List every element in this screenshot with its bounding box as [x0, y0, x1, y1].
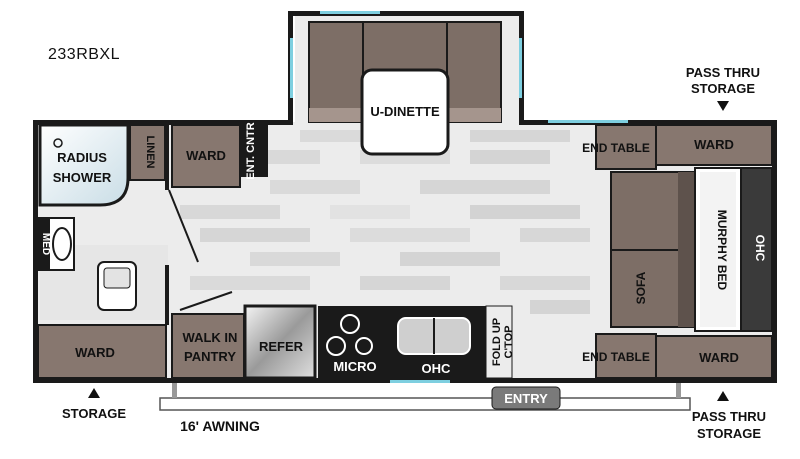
kitchen-counter: OHC — [384, 306, 486, 378]
linen-cabinet: LINEN — [129, 124, 166, 181]
linen-label: LINEN — [144, 136, 156, 169]
pantry-label-2: PANTRY — [184, 349, 236, 364]
sofa: SOFA — [610, 171, 696, 328]
fold-up-label-1: FOLD UP — [491, 318, 503, 366]
pass-thru-bottom-label-2: STORAGE — [697, 426, 761, 441]
end-table-top: END TABLE — [582, 124, 657, 170]
callouts: PASS THRU STORAGE STORAGE PASS THRU STOR… — [62, 65, 766, 441]
ward-bottom-right: WARD — [655, 335, 773, 379]
shower-label-1: RADIUS — [57, 150, 107, 165]
ent-cntr-label: ENT. CNTR — [245, 122, 257, 180]
shower-label-2: SHOWER — [53, 170, 112, 185]
u-dinette-label: U-DINETTE — [370, 104, 440, 119]
arrow-up-icon — [88, 388, 100, 398]
ward-top-left: WARD — [171, 124, 241, 188]
ent-cntr: ENT. CNTR — [240, 122, 268, 180]
ohc-right: OHC — [740, 167, 773, 332]
range-micro: MICRO — [318, 306, 384, 378]
ward-bottom-left-label: WARD — [75, 345, 115, 360]
sofa-label: SOFA — [634, 271, 648, 304]
end-table-bottom-label: END TABLE — [582, 350, 650, 364]
murphy-bed: MURPHY BED — [694, 167, 742, 332]
pass-thru-top-label-2: STORAGE — [691, 81, 755, 96]
burner-icon — [355, 337, 373, 355]
end-table-bottom: END TABLE — [582, 333, 657, 379]
pantry-label-1: WALK IN — [183, 330, 238, 345]
micro-label: MICRO — [333, 359, 376, 374]
burner-icon — [340, 314, 360, 334]
ward-top-right: WARD — [655, 124, 773, 166]
med-label: MED — [40, 233, 51, 255]
fold-up-label-2: C'TOP — [503, 326, 515, 359]
walk-in-pantry: WALK IN PANTRY — [171, 313, 245, 379]
refer-label: REFER — [259, 339, 304, 354]
storage-bottom-label: STORAGE — [62, 406, 126, 421]
arrow-down-icon — [717, 101, 729, 111]
radius-shower: RADIUS SHOWER — [38, 123, 130, 207]
pass-thru-top-label-1: PASS THRU — [686, 65, 760, 80]
entry-label: ENTRY — [504, 391, 548, 406]
ward-top-right-label: WARD — [694, 137, 734, 152]
arrow-up-icon — [717, 391, 729, 401]
end-table-top-label: END TABLE — [582, 141, 650, 155]
ohc-kitchen-label: OHC — [422, 361, 452, 376]
ohc-right-label: OHC — [753, 235, 767, 262]
pass-thru-bottom-label-1: PASS THRU — [692, 409, 766, 424]
awning: ENTRY 16' AWNING — [159, 383, 691, 434]
entry-step — [491, 386, 561, 410]
murphy-bed-label: MURPHY BED — [715, 210, 729, 291]
slide-out — [288, 11, 524, 125]
model-name: 233RBXL — [48, 46, 120, 63]
burner-icon — [326, 336, 346, 356]
fold-up-countertop: FOLD UP C'TOP — [485, 305, 515, 379]
refrigerator: REFER — [243, 304, 317, 380]
u-dinette: U-DINETTE — [308, 21, 502, 156]
awning-label: 16' AWNING — [180, 418, 260, 434]
bathroom-fixtures: MED — [35, 217, 137, 311]
ward-bottom-right-label: WARD — [699, 350, 739, 365]
ward-top-left-label: WARD — [186, 148, 226, 163]
ward-bottom-left: WARD — [37, 324, 167, 379]
